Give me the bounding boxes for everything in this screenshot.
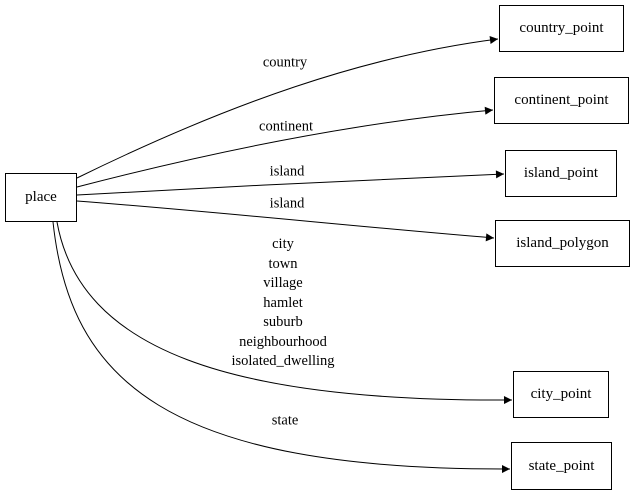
node-island-point: island_point <box>505 150 617 197</box>
edge-place-city-point <box>56 221 513 405</box>
edge-place-country-point <box>76 36 499 179</box>
node-island-polygon: island_polygon <box>495 220 630 267</box>
edge-place-island-point <box>76 170 505 196</box>
edge-place-island-polygon <box>76 200 495 242</box>
node-place: place <box>5 173 77 222</box>
edge-place-continent-point <box>76 106 494 188</box>
node-state-point: state_point <box>511 442 612 490</box>
node-continent-point: continent_point <box>494 77 629 124</box>
node-country-point: country_point <box>499 5 624 52</box>
node-city-point: city_point <box>513 371 609 418</box>
edge-place-state-point <box>52 221 511 474</box>
